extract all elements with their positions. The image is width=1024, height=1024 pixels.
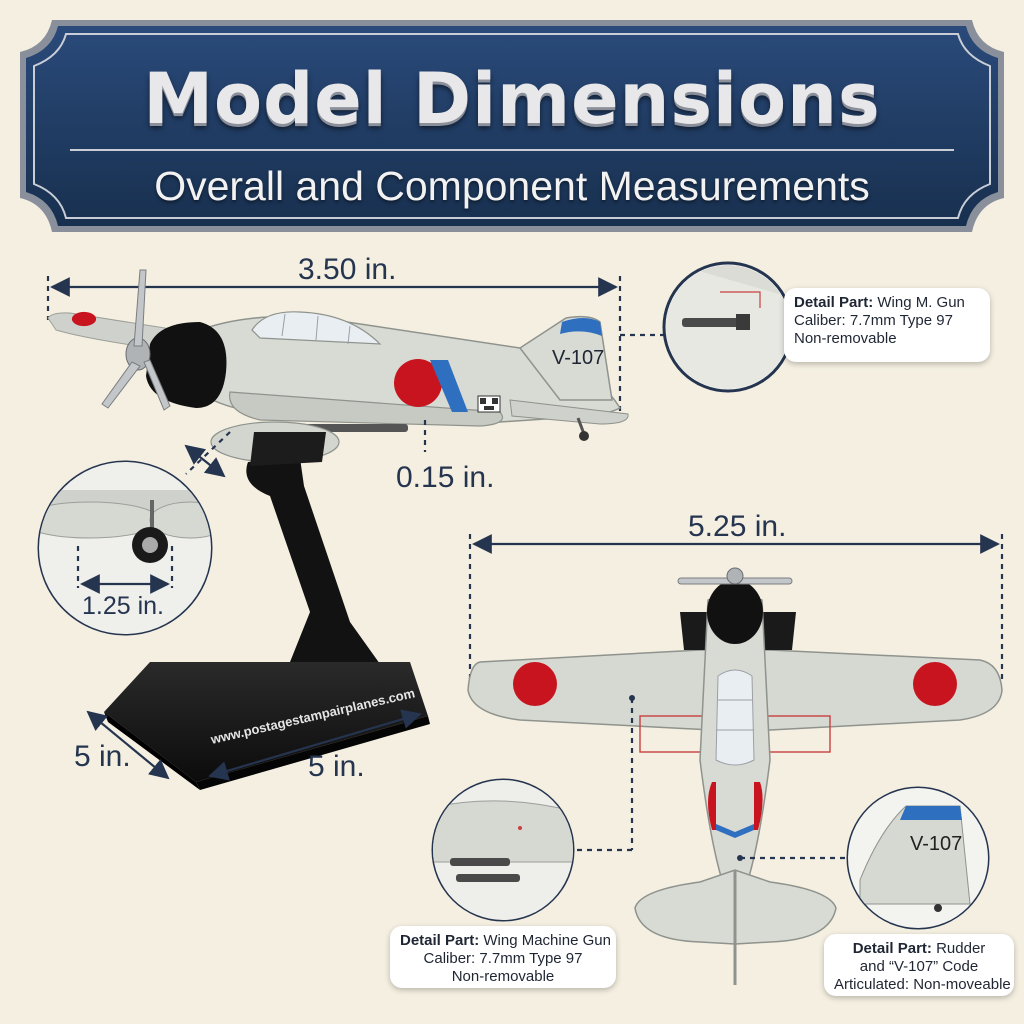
callout-leader-lines — [572, 695, 848, 861]
wingspan-label: 5.25 in. — [688, 510, 787, 543]
page-subtitle: Overall and Component Measurements — [154, 163, 870, 209]
side-view-aircraft — [47, 269, 629, 463]
length-label: 3.50 in. — [298, 253, 397, 286]
callout-label: Detail Part: — [852, 940, 932, 957]
callout-label: Detail Part: — [400, 932, 480, 949]
base-dimension-lines — [86, 709, 422, 781]
callout-label: Detail Part: — [794, 294, 874, 311]
wheel-spacing-label: 1.25 in. — [82, 592, 165, 620]
top-view-aircraft — [467, 567, 1003, 985]
banner-plaque — [20, 20, 1004, 232]
wingspan-dimension-line — [468, 534, 1004, 680]
callout-rudder: Detail Part: Rudder and “V-107” Code Art… — [824, 934, 1014, 996]
callout-caliber: Caliber: 7.7mm Type 97 — [423, 950, 583, 967]
callout-wing-machine-gun: Detail Part: Wing Machine Gun Caliber: 7… — [390, 926, 616, 988]
callout-code: and “V-107” Code — [859, 958, 979, 975]
callout-part-name: Rudder — [936, 940, 986, 957]
page-title: Model Dimensions — [143, 58, 881, 140]
gun-diameter-label: 0.15 in. — [396, 461, 495, 494]
callout-removable: Non-removable — [794, 330, 897, 347]
callout-part-name: Wing Machine Gun — [483, 932, 611, 949]
detail-wing-machine-gun-zoom — [431, 778, 575, 922]
callout-wing-gun: Detail Part: Wing M. Gun Caliber: 7.7mm … — [784, 288, 990, 362]
callout-removable: Non-removable — [451, 968, 555, 985]
length-dimension-line — [46, 276, 666, 420]
rudder-tail-code: V-107 — [910, 833, 962, 855]
side-view-tail-code: V-107 — [552, 347, 604, 369]
base-width-label: 5 in. — [308, 750, 365, 783]
detail-wheel-zoom — [37, 460, 213, 636]
base-depth-label: 5 in. — [74, 740, 131, 773]
callout-articulation: Articulated: Non-moveable — [834, 976, 1011, 993]
detail-rudder-zoom: V-107 — [846, 786, 990, 930]
callout-caliber: Caliber: 7.7mm Type 97 — [794, 312, 953, 329]
callout-part-name: Wing M. Gun — [877, 294, 965, 311]
detail-wing-gun-zoom — [662, 261, 794, 393]
gun-dimension-line — [184, 420, 427, 478]
